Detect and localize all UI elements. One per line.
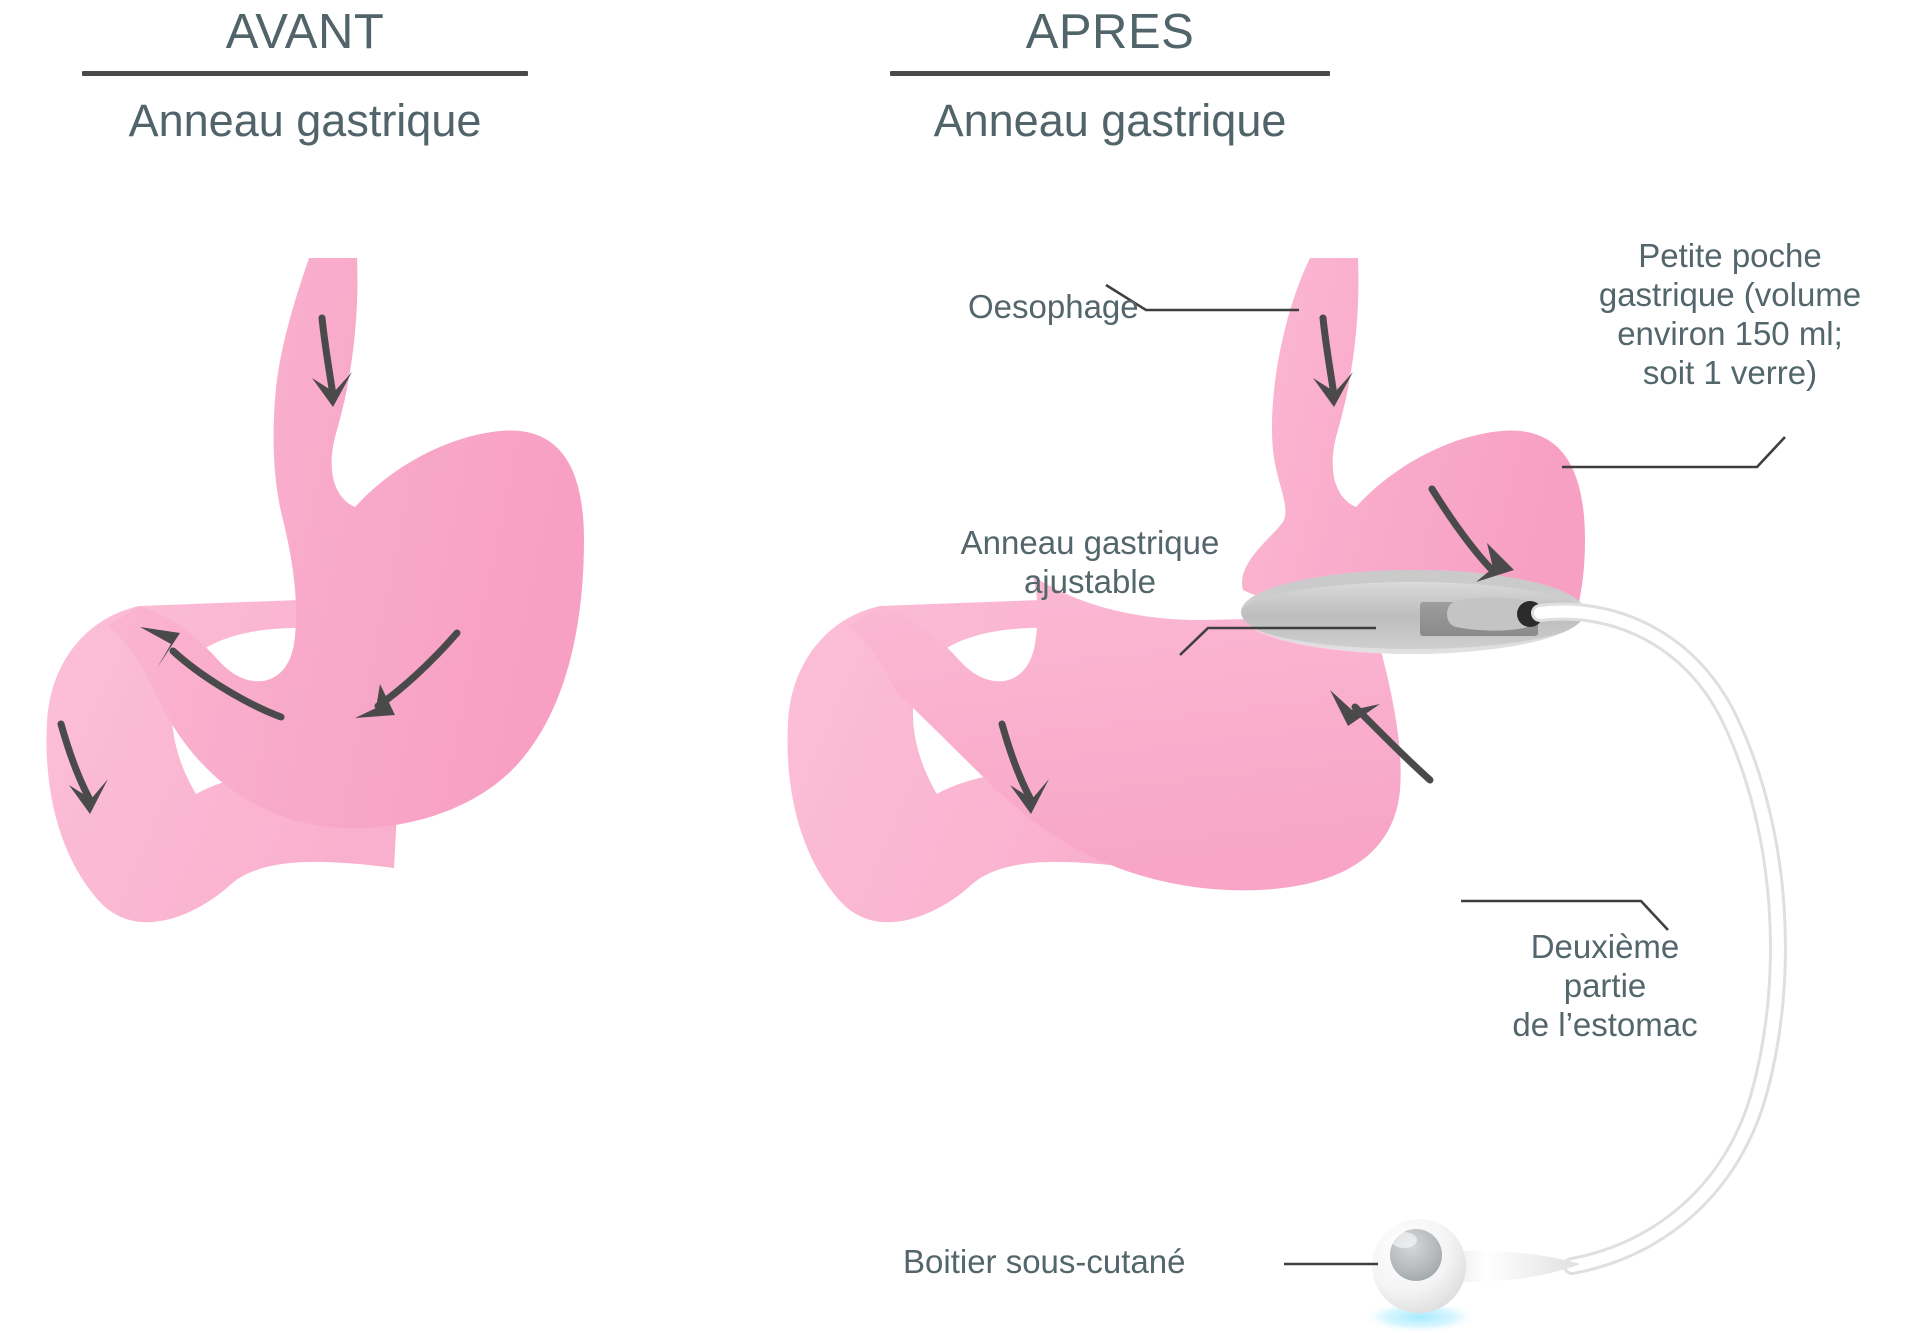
label-second-stomach-part: Deuxième partie de l’estomac (1512, 928, 1698, 1043)
arrow-esophagus-head-before (312, 372, 352, 407)
label-subcutaneous-port: Boitier sous-cutané (903, 1243, 1186, 1280)
arrow-duodenum-head-before (69, 779, 108, 814)
arrow-duodenum-head-after (1010, 779, 1049, 814)
label-adjustable-band: Anneau gastrique ajustable (960, 524, 1220, 600)
panel-title-before: AVANT (225, 5, 385, 59)
arrow-duodenum-after (998, 720, 1034, 802)
panel-title-after: APRES (1025, 5, 1195, 59)
band-top-shade (1241, 570, 1585, 612)
band-bottom-shade (1248, 626, 1578, 654)
panel-subtitle-before: Anneau gastrique (128, 95, 482, 146)
arrow-duodenum-before (57, 720, 93, 802)
title-rule-after (890, 71, 1330, 76)
port-tube-neck (1437, 1250, 1580, 1282)
leader-pouch (1562, 436, 1786, 469)
stomach-body-before (108, 258, 584, 829)
arrow-antrum-before (169, 647, 285, 721)
leader-oesophage (1105, 283, 1299, 312)
leader-band (1179, 626, 1376, 656)
panel-header-before: AVANT Anneau gastrique (80, 8, 530, 143)
duodenum-after (787, 600, 1140, 923)
arrow-body-head-before (355, 684, 395, 718)
port-highlight (1391, 1232, 1417, 1248)
gastric-band (1241, 570, 1585, 654)
duodenum-before (46, 600, 399, 923)
gastric-pouch-after (1241, 258, 1585, 619)
port-glow (1362, 1301, 1478, 1333)
stomach-before (46, 258, 584, 923)
arrow-pouch-head-after (1476, 543, 1514, 582)
arrow-esophagus-head-after (1313, 372, 1353, 407)
band-tube-highlight (1534, 605, 1784, 1272)
arrow-antrum-head-before (140, 627, 180, 668)
label-oesophage: Oesophage (968, 288, 1139, 325)
arrow-esophagus-before (318, 314, 337, 399)
label-gastric-pouch: Petite poche gastrique (volume environ 1… (1598, 237, 1862, 391)
subcutaneous-port (1362, 1219, 1580, 1333)
panel-header-after: APRES Anneau gastrique (888, 8, 1332, 143)
title-rule-before (82, 71, 528, 76)
arrow-pouch-after (1428, 485, 1496, 574)
arrow-esophagus-after (1319, 314, 1338, 399)
stomach-after (787, 258, 1787, 1333)
leader-second-part (1461, 899, 1669, 931)
arrow-antrum-head-after (1330, 690, 1380, 726)
panel-subtitle-after: Anneau gastrique (933, 95, 1287, 146)
stomach-lower-after (849, 576, 1401, 891)
